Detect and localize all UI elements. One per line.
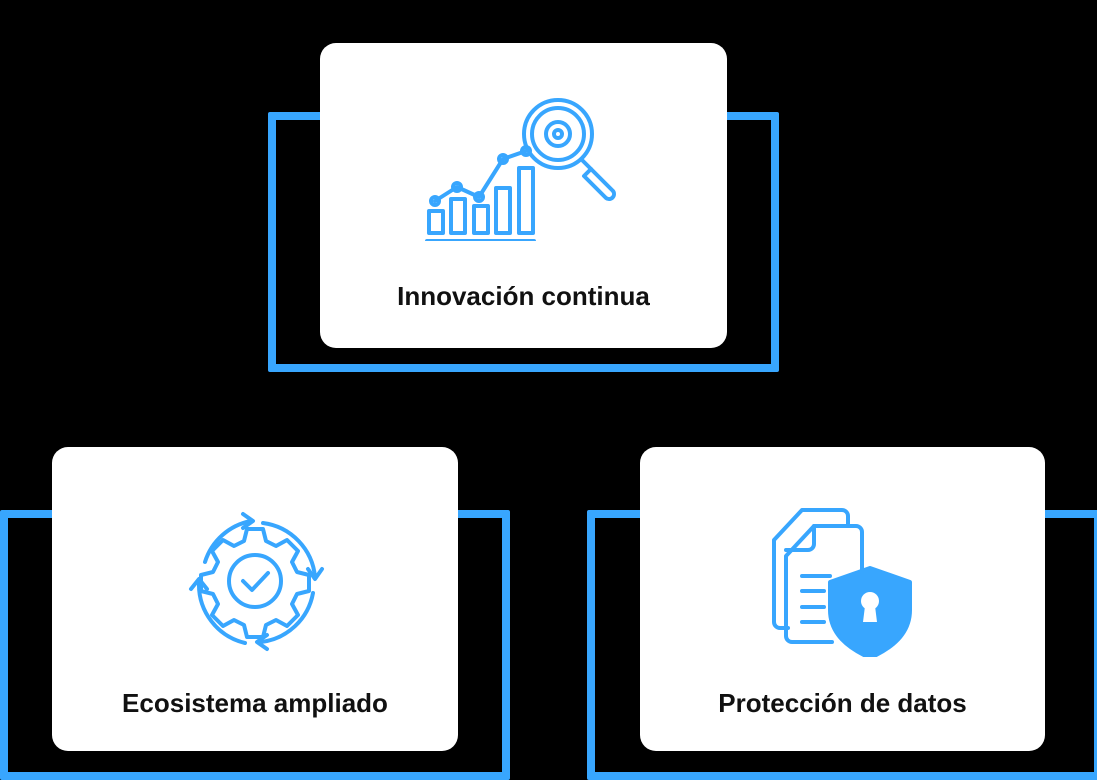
card-ecosistema: Ecosistema ampliado [52,447,458,751]
card-label-proteccion: Protección de datos [718,688,967,718]
card-proteccion: Protección de datos [640,447,1045,751]
card-innovacion: Innovación continua [320,43,727,348]
card-label-ecosistema: Ecosistema ampliado [122,688,388,718]
documents-shield-lock-icon [771,508,912,657]
card-label-innovacion: Innovación continua [397,281,650,311]
chart-magnifier-gear-icon [424,98,616,241]
gear-cycle-check-icon [189,512,324,651]
